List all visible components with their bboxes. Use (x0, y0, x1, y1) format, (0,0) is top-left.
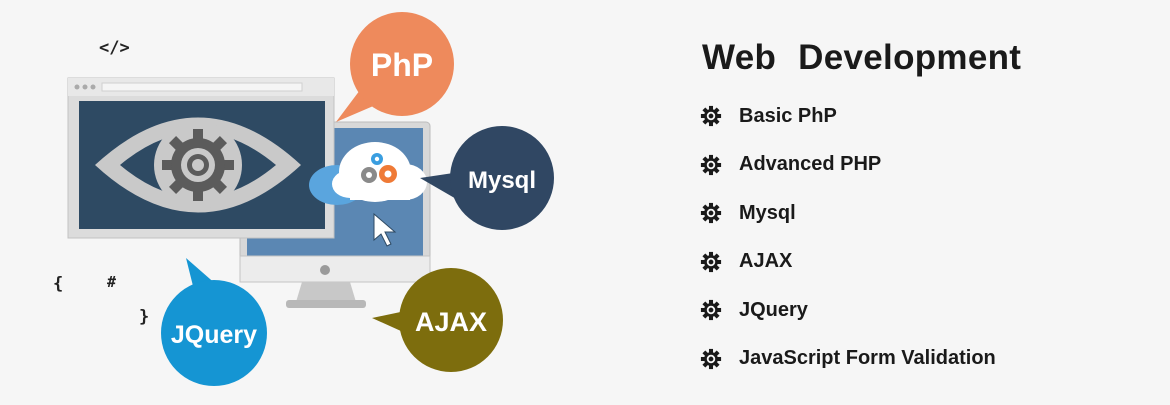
jquery-bubble-text: JQuery (171, 321, 257, 349)
topic-label: Mysql (739, 201, 796, 224)
topic-label: JQuery (739, 298, 808, 321)
gear-icon (700, 154, 722, 175)
gear-icon (700, 203, 722, 224)
jquery-bubble: JQuery (161, 258, 267, 386)
topic-label: JavaScript Form Validation (739, 347, 996, 370)
section-title: Web Development (702, 38, 1022, 77)
mysql-bubble-text: Mysql (468, 167, 536, 194)
cloud-icon (309, 142, 427, 205)
illustration-svg: </> { # } (53, 12, 554, 386)
web-dev-illustration: </> { # } (53, 12, 554, 386)
gear-icon (700, 106, 722, 127)
web-development-section: Web Development Basic PhP (700, 38, 1140, 383)
code-brace-open-text: { (53, 274, 63, 294)
mysql-bubble: Mysql (420, 126, 554, 230)
ajax-bubble-text: AJAX (415, 307, 487, 337)
php-bubble: PhP (336, 12, 454, 122)
code-tag-text: </> (99, 38, 130, 58)
topic-item: AJAX (700, 238, 1140, 287)
gear-icon (162, 129, 234, 201)
topic-label: Basic PhP (739, 104, 837, 127)
code-brace-close-text: } (139, 307, 149, 327)
gear-icon (700, 348, 722, 369)
topic-item: Mysql (700, 189, 1140, 238)
code-hash-text: # (107, 273, 116, 291)
cursor-icon (373, 212, 397, 247)
topic-item: JavaScript Form Validation (700, 335, 1140, 384)
topic-label: AJAX (739, 250, 793, 273)
topic-label: Advanced PHP (739, 153, 882, 176)
php-bubble-text: PhP (371, 47, 433, 83)
gear-icon (700, 300, 722, 321)
browser-window-icon (67, 77, 335, 239)
topic-list: Basic PhP Advanced PHP (700, 92, 1140, 383)
ajax-bubble: AJAX (372, 268, 503, 372)
topic-item: Advanced PHP (700, 141, 1140, 190)
topic-item: Basic PhP (700, 92, 1140, 141)
topic-item: JQuery (700, 286, 1140, 335)
gear-icon (700, 251, 722, 272)
